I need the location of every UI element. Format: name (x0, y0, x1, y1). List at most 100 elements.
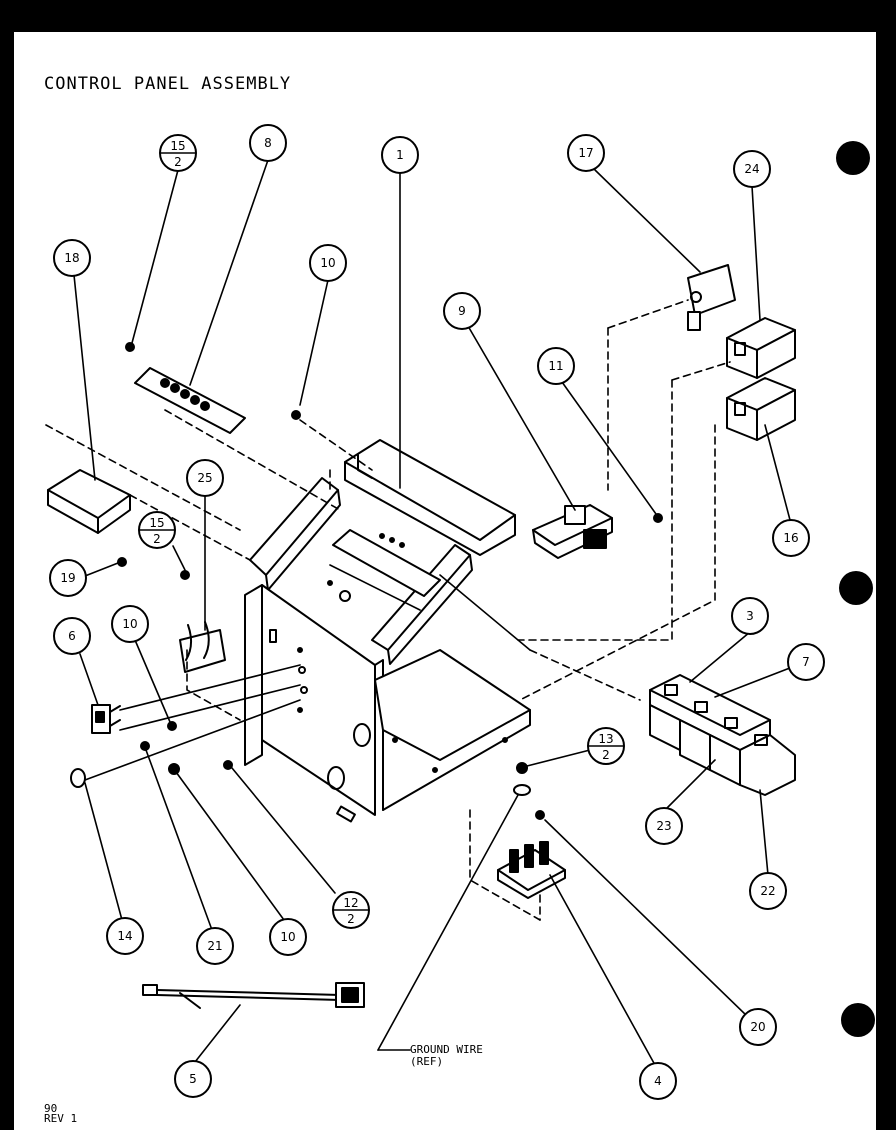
ground-wire-line-1: GROUND WIRE (410, 1043, 483, 1056)
binder-hole-middle (839, 571, 873, 605)
page-title: CONTROL PANEL ASSEMBLY (44, 74, 292, 94)
callout-number: 4 (654, 1074, 662, 1088)
callout-number: 9 (458, 304, 466, 318)
callout-circle (53, 617, 91, 655)
callout-15-2-top: 152 (159, 134, 197, 172)
callout-circle (787, 643, 825, 681)
dashed-connection-lines (45, 299, 731, 921)
callout-circle (196, 927, 234, 965)
callout-7: 7 (787, 643, 825, 681)
callout-3: 3 (731, 597, 769, 635)
callout-number: 15 (149, 516, 164, 530)
callout-number: 17 (578, 146, 593, 160)
callout-sheet: 2 (602, 748, 610, 762)
callout-number: 6 (68, 629, 76, 643)
callout-circle (537, 347, 575, 385)
callout-number: 21 (207, 939, 222, 953)
transformer-part-9 (532, 504, 663, 559)
terminal-strip-part-8 (125, 342, 246, 434)
ground-wire-label: GROUND WIRE (REF) (410, 1044, 483, 1068)
callout-15-2-mid: 152 (138, 511, 176, 549)
callout-circle (53, 239, 91, 277)
chassis-part-1 (244, 439, 531, 823)
callout-circle (249, 124, 287, 162)
binder-holes (836, 141, 875, 1037)
callout-21: 21 (196, 927, 234, 965)
callout-circle (749, 872, 787, 910)
callout-18: 18 (53, 239, 91, 277)
capacitor-box-part-24 (726, 317, 796, 379)
callout-sheet: 2 (347, 912, 355, 926)
callout-number: 25 (197, 471, 212, 485)
callout-number: 15 (170, 139, 185, 153)
callout-9: 9 (443, 292, 481, 330)
relay-part-17 (687, 264, 736, 331)
callout-number: 12 (343, 896, 358, 910)
callout-22: 22 (749, 872, 787, 910)
callout-circle (567, 134, 605, 172)
callout-4: 4 (639, 1062, 677, 1100)
callout-circle (49, 559, 87, 597)
callout-number: 10 (320, 256, 335, 270)
callout-number: 10 (122, 617, 137, 631)
callout-number: 22 (760, 884, 775, 898)
callout-number: 3 (746, 609, 754, 623)
capacitor-box-part-16 (726, 377, 796, 441)
callout-number: 23 (656, 819, 671, 833)
callout-circle (174, 1060, 212, 1098)
callout-number: 20 (750, 1020, 765, 1034)
callout-6: 6 (53, 617, 91, 655)
callout-number: 8 (264, 136, 272, 150)
callout-19: 19 (49, 559, 87, 597)
terminal-block-part-4 (497, 762, 566, 899)
callout-circle (381, 136, 419, 174)
callout-sheet: 2 (153, 532, 161, 546)
callout-number: 19 (60, 571, 75, 585)
hardware-lower-left (70, 410, 301, 788)
callout-11: 11 (537, 347, 575, 385)
callout-circle (739, 1008, 777, 1046)
callout-circle (639, 1062, 677, 1100)
callout-circle (269, 918, 307, 956)
relay-bank (649, 674, 796, 796)
callout-10-top: 10 (309, 244, 347, 282)
leader-lines (73, 159, 796, 1066)
wire-harness-part-5 (142, 982, 365, 1009)
callout-circle (772, 519, 810, 557)
callout-circle (733, 150, 771, 188)
page-number: 90 (44, 1102, 58, 1115)
callout-number: 18 (64, 251, 79, 265)
callout-number: 1 (396, 148, 404, 162)
callout-13-2: 132 (587, 727, 625, 765)
callout-10-bot: 10 (269, 918, 307, 956)
callout-25: 25 (186, 459, 224, 497)
binder-hole-top (836, 141, 870, 175)
callout-circle (111, 605, 149, 643)
callout-12-2: 122 (332, 891, 370, 929)
switch-part-6 (91, 704, 121, 734)
detail-lines (84, 564, 531, 781)
callout-sheet: 2 (174, 155, 182, 169)
callout-circle (645, 807, 683, 845)
callout-14: 14 (106, 917, 144, 955)
callout-number: 14 (117, 929, 132, 943)
binder-hole-bottom (841, 1003, 875, 1037)
callout-5: 5 (174, 1060, 212, 1098)
callout-circle (731, 597, 769, 635)
callout-circle (106, 917, 144, 955)
callout-24: 24 (733, 150, 771, 188)
callout-20: 20 (739, 1008, 777, 1046)
callout-10-mid: 10 (111, 605, 149, 643)
callout-number: 24 (744, 162, 759, 176)
callout-circle (443, 292, 481, 330)
callout-number: 10 (280, 930, 295, 944)
callout-number: 16 (783, 531, 798, 545)
page-footer: 90 REV 1 (44, 1102, 78, 1125)
ground-wire-line-2: (REF) (410, 1055, 444, 1068)
revision-label: REV 1 (44, 1112, 78, 1125)
callout-circle (309, 244, 347, 282)
callout-8: 8 (249, 124, 287, 162)
callout-number: 7 (802, 655, 810, 669)
